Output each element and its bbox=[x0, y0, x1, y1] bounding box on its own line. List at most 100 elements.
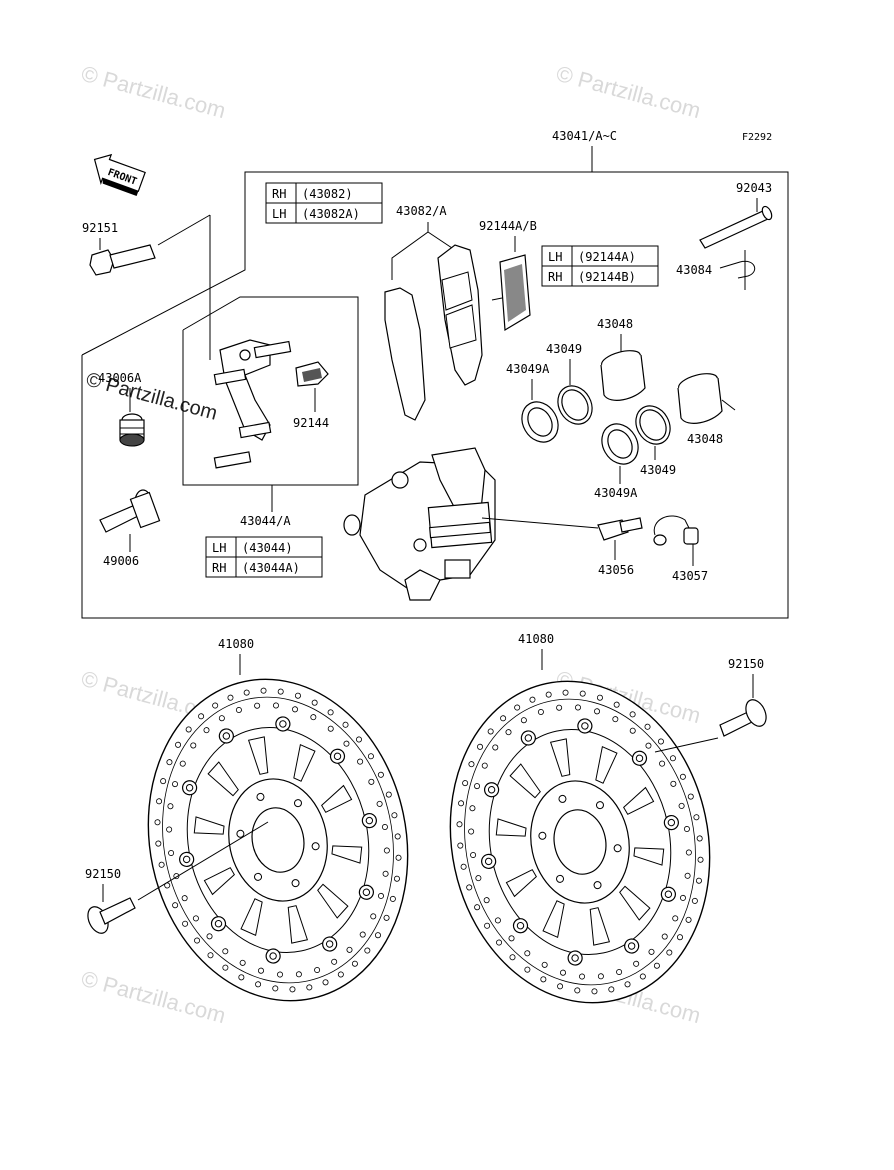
disc-drill-hole bbox=[166, 826, 173, 833]
disc-drill-hole bbox=[182, 920, 189, 927]
label-43084: 43084 bbox=[676, 263, 712, 277]
disc-drill-hole bbox=[376, 800, 383, 807]
disc-drill-hole bbox=[537, 708, 544, 715]
pad-table: RH (43082) LH (43082A) bbox=[265, 182, 383, 224]
disc-drill-hole bbox=[612, 716, 619, 723]
disc-carrier-slot bbox=[509, 763, 541, 799]
disc-carrier-slot bbox=[193, 816, 225, 835]
disc-drill-hole bbox=[374, 932, 381, 939]
label-43041: 43041/A~C bbox=[552, 129, 617, 143]
disc-drill-hole bbox=[687, 793, 694, 800]
disc-carrier-slot bbox=[331, 845, 363, 864]
disc-drill-hole bbox=[310, 714, 317, 721]
label-49006: 49006 bbox=[103, 554, 139, 568]
disc-drill-hole bbox=[322, 979, 329, 986]
disc-drill-hole bbox=[456, 821, 463, 828]
disc-float-button-center bbox=[362, 888, 371, 896]
disc-carrier-slot bbox=[619, 885, 651, 921]
seal-43049-upper: 43049 bbox=[546, 342, 593, 425]
disc-drill-hole bbox=[337, 971, 344, 978]
disc-float-button-center bbox=[487, 786, 496, 794]
disc-drill-hole bbox=[206, 933, 213, 940]
disc-drill-hole bbox=[158, 861, 165, 868]
disc-float-button-center bbox=[365, 816, 374, 825]
disc-mount-hole bbox=[291, 879, 300, 888]
disc-drill-hole bbox=[691, 897, 698, 904]
watermark: © Partzilla.com bbox=[79, 966, 229, 1029]
disc-carrier-slot bbox=[505, 869, 537, 898]
disc-drill-hole bbox=[514, 704, 521, 711]
disc-float-button-center bbox=[516, 921, 525, 930]
disc-drill-hole bbox=[557, 983, 564, 990]
disc-drill-hole bbox=[685, 916, 692, 923]
disc-drill-hole bbox=[346, 946, 353, 953]
disc-drill-hole bbox=[477, 743, 484, 750]
spring-table-part-1: (92144B) bbox=[578, 270, 636, 284]
disc-float-button-center bbox=[182, 855, 191, 864]
label-92144ab: 92144A/B bbox=[479, 219, 537, 233]
disc-drill-hole bbox=[355, 736, 362, 743]
disc-drill-hole bbox=[218, 715, 225, 722]
disc-drill-hole bbox=[160, 778, 167, 785]
front-arrow: FRONT bbox=[93, 153, 146, 196]
disc-drill-hole bbox=[468, 761, 475, 768]
disc-drill-hole bbox=[613, 701, 620, 708]
disc-drill-hole bbox=[484, 922, 491, 929]
disc-drill-hole bbox=[291, 706, 298, 713]
disc-drill-hole bbox=[258, 967, 265, 974]
disc-mount-hole bbox=[538, 831, 547, 840]
caliper-body bbox=[343, 447, 599, 601]
label-43049-lower: 43049 bbox=[640, 463, 676, 477]
disc-drill-hole bbox=[389, 895, 396, 902]
disc-drill-hole bbox=[235, 706, 242, 713]
disc-carrier-slot bbox=[321, 784, 353, 813]
disc-drill-hole bbox=[560, 969, 567, 976]
disc-mount-hole bbox=[556, 874, 565, 883]
disc-drill-hole bbox=[462, 780, 469, 787]
disc-drill-hole bbox=[194, 937, 201, 944]
disc-drill-hole bbox=[474, 904, 481, 911]
disc-drill-hole bbox=[383, 914, 390, 921]
disc-drill-hole bbox=[222, 964, 229, 971]
disc-drill-hole bbox=[377, 892, 384, 899]
disc-drill-hole bbox=[155, 840, 162, 847]
disc-drill-hole bbox=[295, 971, 302, 978]
disc-drill-hole bbox=[457, 842, 464, 849]
disc-drill-hole bbox=[460, 863, 467, 870]
seal-43049a-upper: 43049A bbox=[506, 362, 559, 443]
disc-drill-hole bbox=[524, 966, 531, 973]
disc-carrier-slot bbox=[287, 905, 309, 944]
disc-drill-hole bbox=[382, 870, 389, 877]
disc-drill-hole bbox=[666, 949, 673, 956]
disc-carrier-slot bbox=[542, 900, 565, 939]
spring-table: LH (92144A) RH (92144B) bbox=[541, 245, 659, 287]
disc-mount-hole bbox=[293, 799, 302, 808]
disc-drill-hole bbox=[579, 973, 586, 980]
disc-drill-hole bbox=[277, 688, 284, 695]
disc-float-button-center bbox=[325, 940, 334, 948]
seal-43006a: 43006A bbox=[98, 371, 145, 447]
disc-drill-hole bbox=[203, 727, 210, 734]
disc-drill-hole bbox=[492, 744, 499, 751]
disc-drill-hole bbox=[483, 897, 490, 904]
disc-drill-hole bbox=[608, 986, 615, 993]
disc-drill-hole bbox=[272, 702, 279, 709]
disc-mount-hole bbox=[613, 844, 622, 853]
seal-43049-lower: 43049 bbox=[635, 405, 676, 477]
label-43049-upper: 43049 bbox=[546, 342, 582, 356]
bracket-43044 bbox=[213, 339, 292, 469]
disc-drill-hole bbox=[616, 969, 623, 976]
disc-drill-hole bbox=[659, 760, 666, 767]
disc-drill-hole bbox=[679, 894, 686, 901]
disc-drill-hole bbox=[505, 729, 512, 736]
disc-mount-hole bbox=[593, 881, 602, 890]
label-43048-right: 43048 bbox=[687, 432, 723, 446]
disc-drill-hole bbox=[190, 742, 197, 749]
piston-43048-right: 43048 bbox=[677, 373, 736, 446]
disc-mount-hole bbox=[311, 842, 320, 851]
label-43049a-lower: 43049A bbox=[594, 486, 638, 500]
disc-float-button-center bbox=[269, 952, 277, 960]
disc-float-button-center bbox=[185, 784, 194, 792]
watermark: © Partzilla.com bbox=[554, 61, 704, 124]
label-disc-left: 41080 bbox=[218, 637, 254, 651]
